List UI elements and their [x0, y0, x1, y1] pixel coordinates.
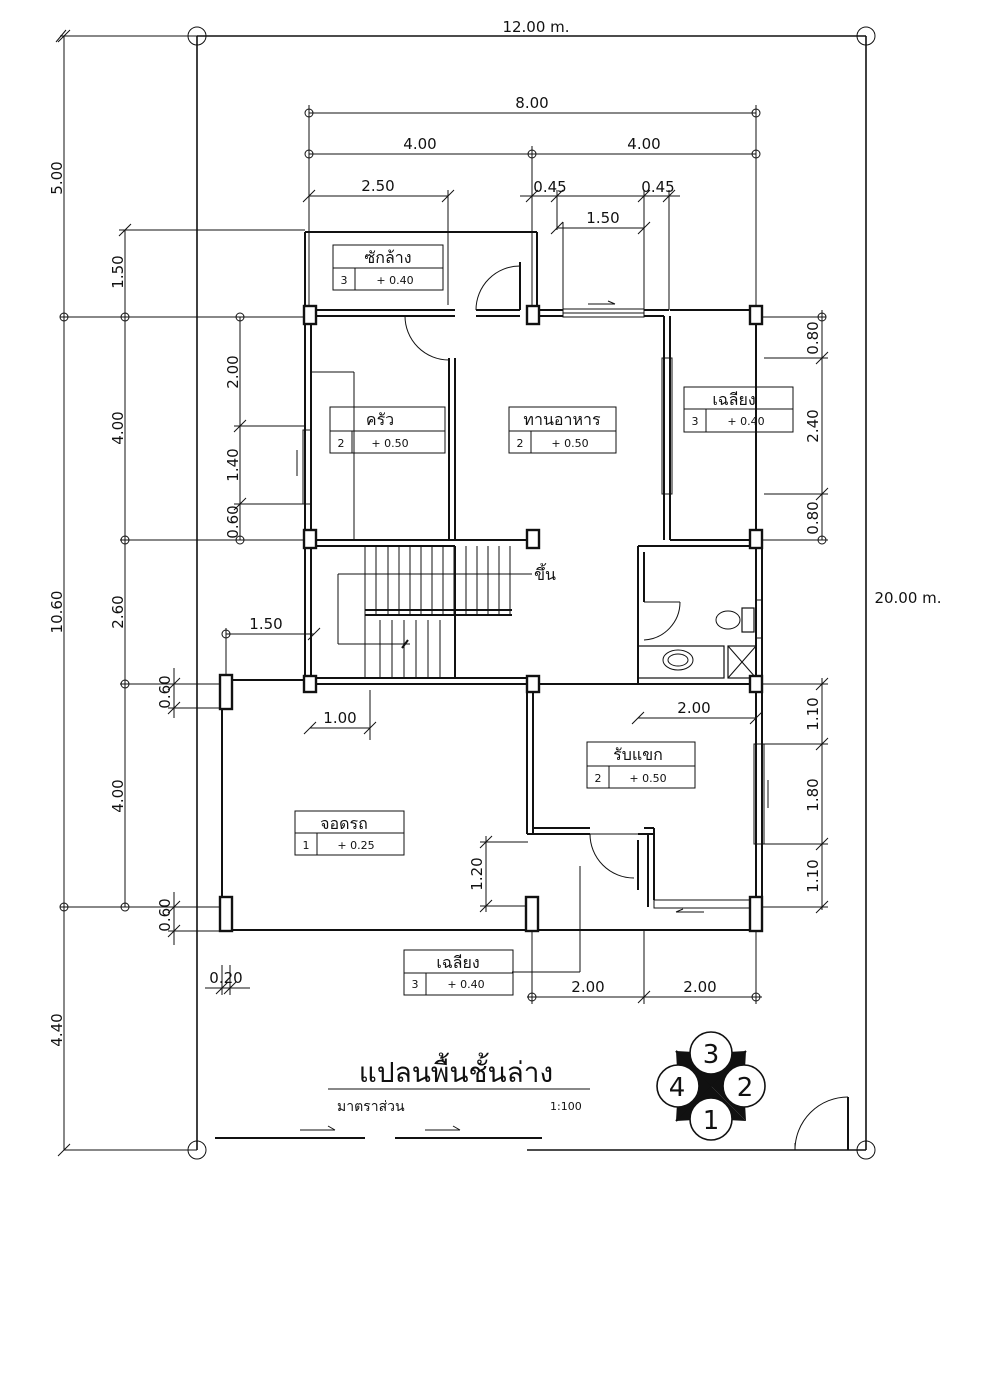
sub-5-label: 0.60 — [156, 898, 174, 931]
column-width-label: 0.20 — [209, 969, 242, 987]
stair-dim-label: 1.50 — [249, 615, 282, 633]
r2-label: 2.40 — [804, 409, 822, 442]
title-block: แปลนพื้นชั้นล่าง มาตราส่วน 1:100 — [328, 1052, 590, 1115]
seg-1-label: 1.50 — [109, 255, 127, 288]
dining-level: + 0.50 — [551, 437, 588, 450]
room-tag-laundry: ซักล้าง 3 + 0.40 — [332, 244, 444, 291]
garage-name: จอดรถ — [320, 814, 368, 833]
stair-sub-label: 1.00 — [323, 709, 356, 727]
kitchen-window-dimensions — [233, 312, 305, 545]
seg-4-label: 4.00 — [109, 779, 127, 812]
drawing-title: แปลนพื้นชั้นล่าง — [359, 1052, 553, 1089]
terrace-front-name: เฉลียง — [436, 953, 479, 972]
sub-1-label: 2.00 — [224, 355, 242, 388]
left-outer-dimensions — [57, 29, 197, 1157]
sub-2-label: 1.40 — [224, 448, 242, 481]
terrace-front-code: 3 — [412, 978, 419, 991]
garage-door-dimension — [479, 835, 528, 913]
garage-code: 1 — [303, 839, 310, 852]
terrace-front-level: + 0.40 — [447, 978, 484, 991]
site-width-dimension: 12.00 m. — [55, 18, 570, 43]
laundry-level: + 0.40 — [376, 274, 413, 287]
kitchen-name: ครัว — [366, 410, 394, 429]
gap-b-label: 0.45 — [641, 178, 674, 196]
room-tag-living: รับแขก 2 + 0.50 — [586, 741, 696, 789]
columns — [218, 304, 764, 933]
sub-3-label: 0.60 — [224, 505, 242, 538]
terrace-right-code: 3 — [692, 415, 699, 428]
compass-bottom-number: 1 — [703, 1106, 720, 1136]
sub-4-label: 0.60 — [156, 675, 174, 708]
scale-label: มาตราส่วน — [337, 1099, 405, 1115]
room-tag-garage: จอดรถ 1 + 0.25 — [294, 810, 405, 856]
room-tag-dining: ทานอาหาร 2 + 0.50 — [508, 406, 617, 454]
seg-3-label: 2.60 — [109, 595, 127, 628]
laundry-width-label: 2.50 — [361, 177, 394, 195]
dining-code: 2 — [517, 437, 524, 450]
seg-2-label: 4.00 — [109, 411, 127, 444]
room-tag-terrace-right: เฉลียง 3 + 0.40 — [683, 386, 794, 433]
overall-width-label: 8.00 — [515, 94, 548, 112]
scale-value: 1:100 — [550, 1100, 582, 1113]
site-depth-label: 20.00 m. — [874, 589, 941, 607]
left-inner-dimensions — [60, 223, 305, 912]
laundry-code: 3 — [341, 274, 348, 287]
r6-label: 1.10 — [804, 859, 822, 892]
dining-name: ทานอาหาร — [523, 410, 601, 429]
compass-right-number: 2 — [737, 1073, 754, 1103]
terrace-right-level: + 0.40 — [727, 415, 764, 428]
kitchen-level: + 0.50 — [371, 437, 408, 450]
gap-a-label: 0.45 — [533, 178, 566, 196]
top-dimensions — [302, 105, 761, 310]
living-code: 2 — [595, 772, 602, 785]
window-1-label: 1.50 — [586, 209, 619, 227]
bottom-dimensions — [527, 930, 762, 1004]
stair-up-label: ขึ้น — [534, 563, 556, 584]
rear-setback-label: 4.40 — [48, 1013, 66, 1046]
staircase — [337, 546, 532, 678]
bath-width-label: 2.00 — [677, 699, 710, 717]
stair-dimensions — [221, 627, 377, 740]
r5-label: 1.80 — [804, 778, 822, 811]
right-dimensions — [756, 310, 829, 914]
living-level: + 0.50 — [629, 772, 666, 785]
garage-column-dimensions — [167, 668, 250, 995]
r3-label: 0.80 — [804, 501, 822, 534]
walls — [221, 231, 769, 931]
terrace-right-name: เฉลียง — [712, 390, 755, 409]
b2-label: 2.00 — [683, 978, 716, 996]
garage-level: + 0.25 — [337, 839, 374, 852]
room-tag-terrace-front: เฉลียง 3 + 0.40 — [403, 949, 514, 996]
kitchen-code: 2 — [338, 437, 345, 450]
laundry-name: ซักล้าง — [364, 248, 411, 267]
living-name: รับแขก — [613, 745, 663, 764]
compass: 3 2 1 4 — [656, 1031, 766, 1141]
r4-label: 1.10 — [804, 697, 822, 730]
compass-top-number: 3 — [703, 1040, 720, 1070]
site-width-label: 12.00 m. — [502, 18, 569, 36]
left-width-label: 4.00 — [403, 135, 436, 153]
right-width-label: 4.00 — [627, 135, 660, 153]
garage-door-height-label: 1.20 — [468, 857, 486, 890]
room-tag-kitchen: ครัว 2 + 0.50 — [329, 406, 446, 454]
front-setback-label: 5.00 — [48, 161, 66, 194]
r1-label: 0.80 — [804, 321, 822, 354]
b1-label: 2.00 — [571, 978, 604, 996]
front-terrace-leader — [512, 866, 581, 973]
compass-left-number: 4 — [669, 1073, 686, 1103]
total-length-label: 10.60 — [48, 591, 66, 634]
site-boundary — [187, 26, 876, 1160]
